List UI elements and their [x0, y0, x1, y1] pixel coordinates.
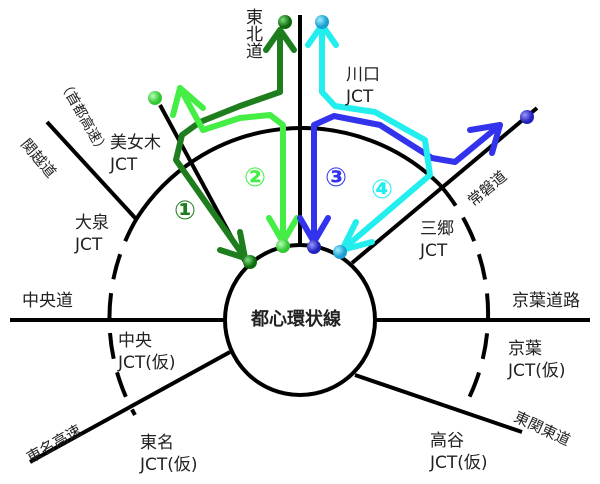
- chuo-label: 中央道: [22, 291, 73, 311]
- keiyo-label: 京葉道路: [512, 291, 580, 311]
- route-3-end-bottom: [307, 240, 321, 254]
- route-2-end-bottom: [276, 239, 290, 253]
- route-4-end-bottom: [333, 245, 347, 259]
- route-1-label: ①: [174, 196, 197, 226]
- gaikan-ring-dashed-left: [107, 216, 139, 416]
- shutoko-loop: [223, 243, 377, 397]
- tomei-road: [29, 350, 231, 464]
- route-2-end-top: [148, 91, 162, 105]
- kanetsu-road: [45, 120, 139, 222]
- route-1-end-top: [278, 15, 292, 29]
- route-3-label: ③: [325, 163, 348, 193]
- route-3-end-right: [520, 110, 534, 124]
- joban-road: [350, 106, 539, 265]
- higashikanto-road: [354, 373, 523, 434]
- route-4-end-top: [315, 15, 329, 29]
- center-loop-label: 都心環状線: [251, 309, 341, 330]
- route-2-label: ②: [244, 163, 267, 193]
- tohoku-label: 東北道: [242, 8, 262, 59]
- route-1-end-bottom: [243, 255, 257, 269]
- route-4-label: ④: [371, 175, 394, 205]
